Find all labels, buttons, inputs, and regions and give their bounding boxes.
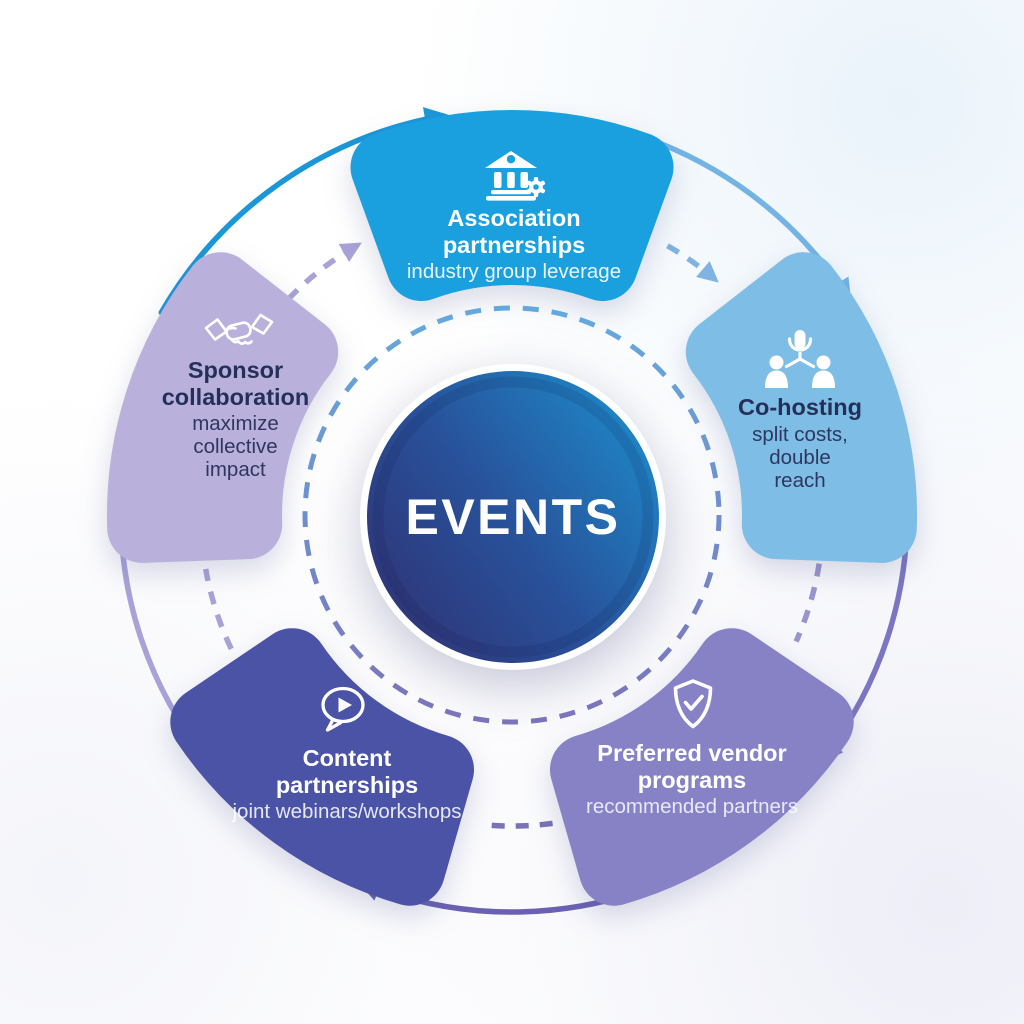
people-microphone-icon <box>765 330 835 388</box>
center-label: EVENTS <box>405 489 620 545</box>
petal-co-hosting <box>685 252 918 563</box>
center-inner-rim <box>372 376 654 658</box>
petal-content-partnerships <box>170 628 474 906</box>
petal-connectors <box>202 242 822 829</box>
center-disc <box>367 371 659 663</box>
connector-content-to-sponsor <box>202 568 234 651</box>
petal-preferred-vendor-programs <box>550 628 854 906</box>
connector-preferred-to-content <box>481 820 553 829</box>
handshake-icon <box>204 313 274 345</box>
gear-hole <box>533 184 539 190</box>
shield-check-icon <box>673 679 713 729</box>
petal-association-partnerships <box>350 110 674 301</box>
petal-sponsor-collaboration <box>106 252 339 563</box>
gear-icon <box>526 177 546 197</box>
bank-gear-icon <box>485 151 546 201</box>
inner-dashed-ring <box>302 305 722 725</box>
connector-cohosting-to-preferred <box>793 563 822 643</box>
center-circle: EVENTS <box>360 364 666 670</box>
speech-bubble-play-icon <box>321 686 365 732</box>
petals <box>106 110 918 906</box>
connector-association-to-cohosting <box>666 243 719 283</box>
connector-sponsor-to-association <box>286 242 362 302</box>
